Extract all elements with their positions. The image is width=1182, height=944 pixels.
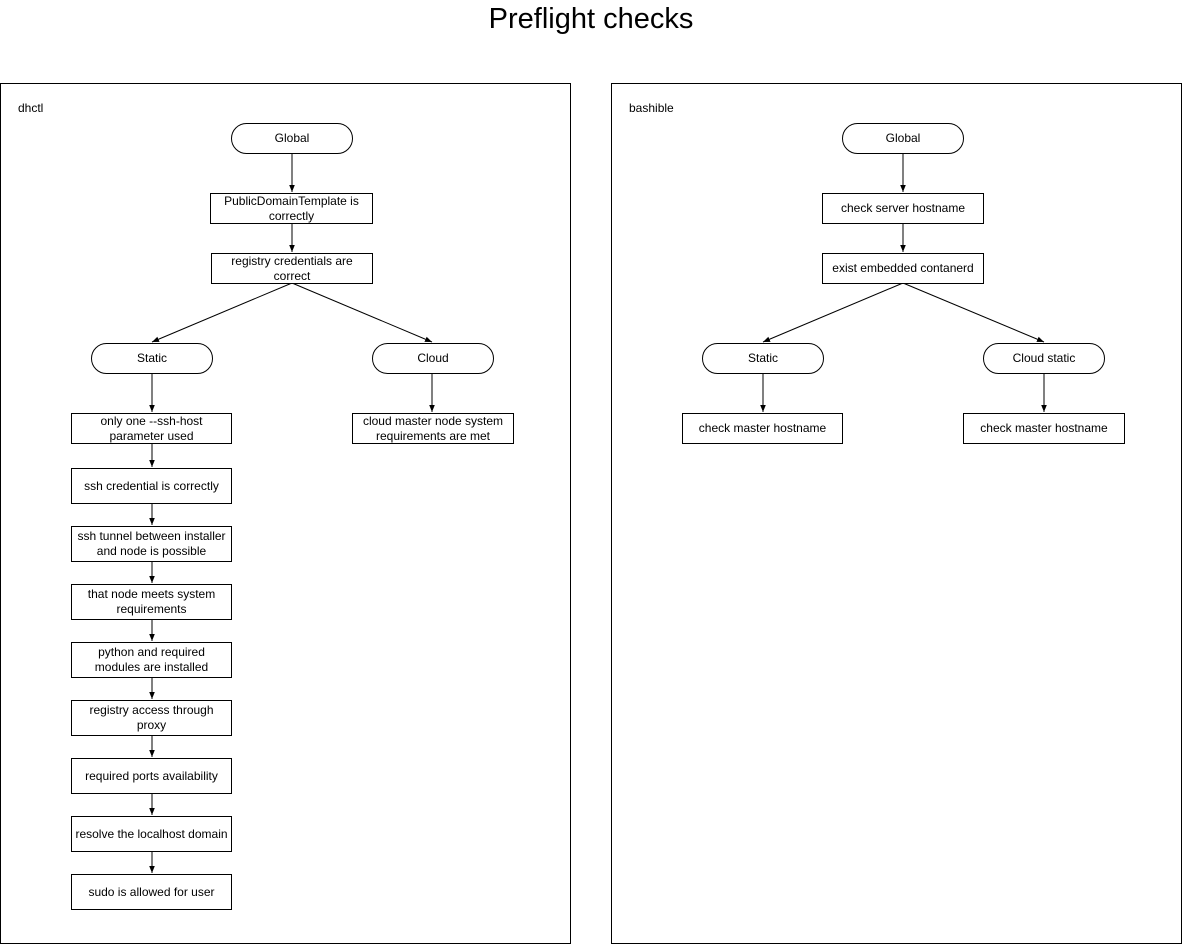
dhctl-panel-label: dhctl [18, 101, 44, 115]
dhctl-node-static: Static [91, 343, 213, 374]
dhctl-node-registry-credentials: registry credentials are correct [211, 253, 373, 284]
dhctl-node-cloud-master-requirements: cloud master node system requirements ar… [352, 413, 514, 444]
page-title: Preflight checks [488, 3, 694, 35]
dhctl-node-ssh-host: only one --ssh-host parameter used [71, 413, 232, 444]
bashible-node-cloud-master-hostname: check master hostname [963, 413, 1125, 444]
dhctl-node-required-ports: required ports availability [71, 758, 232, 794]
dhctl-node-system-requirements: that node meets system requirements [71, 584, 232, 620]
bashible-panel [611, 83, 1182, 944]
bashible-panel-label: bashible [629, 101, 674, 115]
bashible-node-embedded-containerd: exist embedded contanerd [822, 253, 984, 284]
dhctl-node-ssh-tunnel: ssh tunnel between installer and node is… [71, 526, 232, 562]
dhctl-node-ssh-credential: ssh credential is correctly [71, 468, 232, 504]
bashible-node-static: Static [702, 343, 824, 374]
dhctl-node-global: Global [231, 123, 353, 154]
dhctl-node-registry-proxy: registry access through proxy [71, 700, 232, 736]
dhctl-node-sudo: sudo is allowed for user [71, 874, 232, 910]
dhctl-node-localhost-domain: resolve the localhost domain [71, 816, 232, 852]
dhctl-node-cloud: Cloud [372, 343, 494, 374]
bashible-node-static-master-hostname: check master hostname [682, 413, 843, 444]
bashible-node-cloud-static: Cloud static [983, 343, 1105, 374]
dhctl-node-python-modules: python and required modules are installe… [71, 642, 232, 678]
bashible-node-server-hostname: check server hostname [822, 193, 984, 224]
dhctl-node-public-domain-template: PublicDomainTemplate is correctly [210, 193, 373, 224]
dhctl-panel [0, 83, 571, 944]
bashible-node-global: Global [842, 123, 964, 154]
